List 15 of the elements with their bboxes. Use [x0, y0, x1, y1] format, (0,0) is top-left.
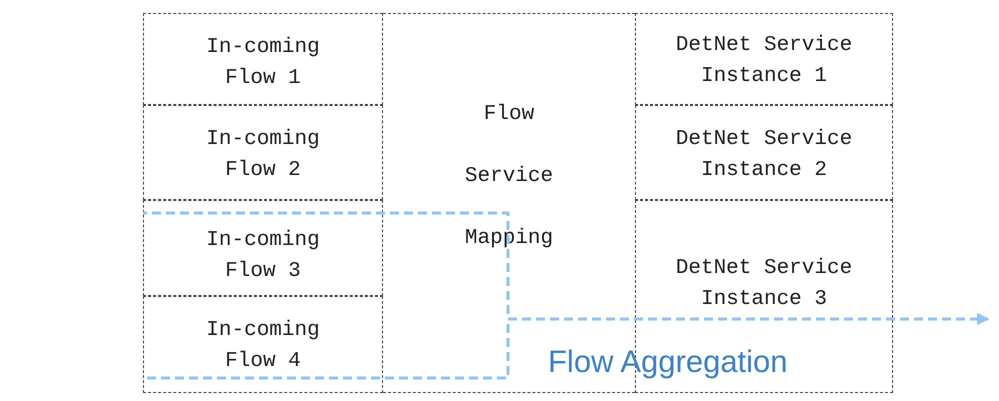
cell-text: Flow Service Mapping — [464, 102, 554, 252]
cell-text: In-coming Flow 2 — [205, 127, 321, 184]
flow-cell — [143, 105, 383, 200]
flow-cell — [143, 296, 383, 393]
cell-text: In-coming Flow 4 — [205, 318, 321, 375]
cell-text: DetNet Service Instance 2 — [674, 127, 854, 184]
flow-cell — [143, 13, 383, 105]
cell-text: In-coming Flow 1 — [205, 35, 321, 92]
service-instance-cell — [635, 105, 893, 200]
flow-cell — [143, 200, 383, 296]
cell-text: In-coming Flow 3 — [205, 228, 321, 285]
annotation-label: Flow Aggregation — [548, 344, 788, 380]
service-instance-cell — [635, 13, 893, 105]
cell-text: DetNet Service Instance 3 — [674, 256, 854, 313]
cell-text: DetNet Service Instance 1 — [674, 33, 854, 90]
